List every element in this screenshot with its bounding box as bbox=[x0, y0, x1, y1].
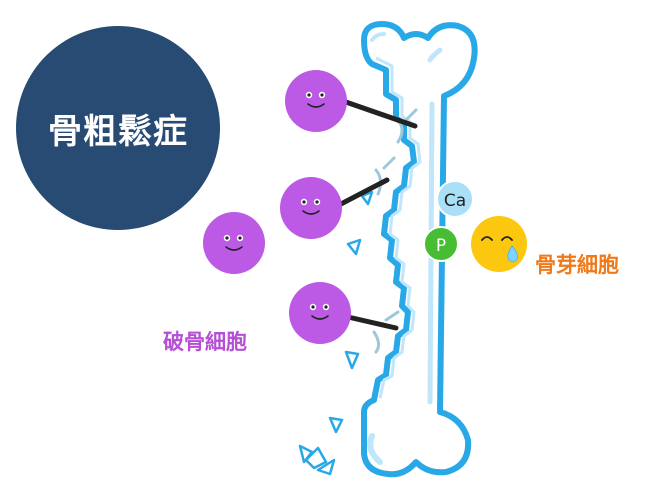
bone-fragments bbox=[298, 190, 374, 476]
osteoclast-cell bbox=[203, 212, 265, 274]
osteoclast-cells bbox=[203, 70, 351, 344]
bone-fragment bbox=[360, 190, 374, 206]
osteoclast-label: 破骨細胞 bbox=[163, 330, 247, 354]
phosphorus-ion: P bbox=[423, 226, 459, 262]
tear-drop-icon bbox=[507, 245, 518, 263]
crack-mark bbox=[384, 310, 400, 322]
phosphorus-label: P bbox=[436, 236, 446, 256]
crack-mark bbox=[372, 330, 381, 354]
osteoclast-cell bbox=[280, 177, 342, 239]
bone-fragment bbox=[344, 350, 360, 370]
calcium-label: Ca bbox=[444, 191, 466, 211]
crack-mark bbox=[404, 108, 418, 122]
bone-end-shading-top bbox=[370, 32, 386, 42]
calcium-ion: Ca bbox=[436, 180, 474, 218]
bone-fragment bbox=[346, 238, 362, 256]
osteoclast-probe bbox=[345, 314, 399, 331]
osteoclast-probe bbox=[340, 98, 418, 129]
diagram-title: 骨粗鬆症 bbox=[48, 111, 188, 152]
bone-outline bbox=[361, 21, 478, 478]
osteoblast-label: 骨芽細胞 bbox=[535, 253, 619, 277]
crack-mark bbox=[382, 156, 396, 170]
bone-fragment bbox=[316, 458, 336, 476]
osteoclast-probes bbox=[336, 98, 418, 331]
title-circle: 骨粗鬆症 bbox=[16, 26, 220, 230]
bone-fragment bbox=[328, 416, 344, 434]
osteoclast-cell bbox=[289, 282, 351, 344]
bone-end-shading-bottom bbox=[367, 433, 383, 465]
osteoclast-probe bbox=[336, 177, 390, 208]
bone-fragment bbox=[304, 446, 328, 470]
osteoblast-cell bbox=[471, 216, 527, 272]
osteoclast-cell bbox=[285, 70, 347, 132]
